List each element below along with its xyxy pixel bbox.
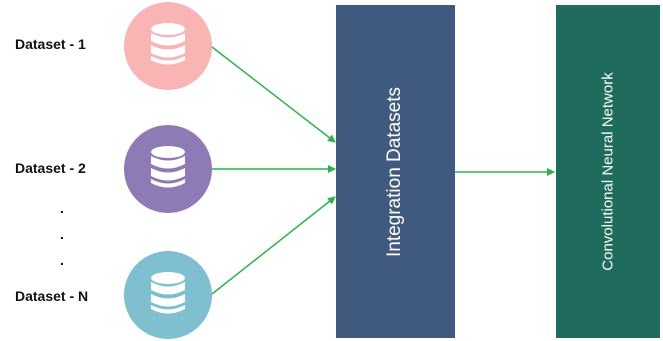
- ellipsis-dot: .: [60, 252, 64, 268]
- database-icon: [148, 145, 188, 194]
- ellipsis-dot: .: [60, 226, 64, 242]
- cnn-block: Convolutional Neural Network: [556, 5, 660, 338]
- database-icon: [148, 271, 188, 320]
- cnn-label: Convolutional Neural Network: [599, 72, 617, 271]
- database-icon: [148, 22, 188, 71]
- ellipsis-dot: .: [60, 200, 64, 216]
- dataset-2-node: [124, 125, 212, 213]
- arrow-dataset-n-to-integration: [211, 196, 336, 295]
- arrow-dataset-1-to-integration: [211, 46, 336, 143]
- integration-datasets-block: Integration Datasets: [336, 5, 455, 338]
- integration-datasets-label: Integration Datasets: [384, 86, 406, 257]
- dataset-n-node: [124, 251, 212, 339]
- dataset-1-label: Dataset - 1: [15, 36, 86, 52]
- dataset-2-label: Dataset - 2: [15, 160, 86, 176]
- dataset-n-label: Dataset - N: [15, 288, 89, 304]
- dataset-1-node: [124, 2, 212, 90]
